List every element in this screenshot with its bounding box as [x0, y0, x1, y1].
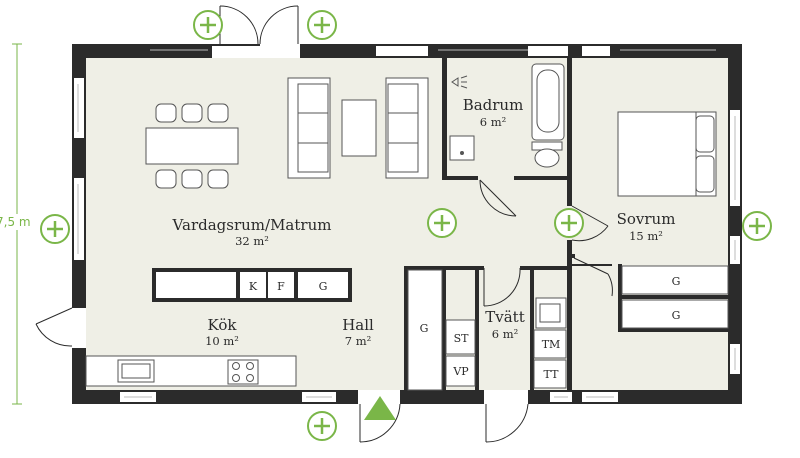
- label-tm: TM: [542, 338, 561, 351]
- plus-markers[interactable]: [40, 10, 772, 441]
- interior-walls: [404, 58, 728, 390]
- kitchen-island: [152, 268, 352, 302]
- plus-circle-icon[interactable]: [427, 208, 457, 238]
- room-area-laundry: 6 m²: [492, 327, 519, 341]
- outer-walls: [72, 44, 742, 404]
- label-vp: VP: [452, 365, 469, 378]
- plus-circle-icon[interactable]: [40, 214, 70, 244]
- label-st: ST: [454, 332, 470, 345]
- cabinets: [407, 265, 729, 391]
- bathroom-fixtures: [449, 63, 565, 168]
- label-g-hall: G: [420, 322, 429, 335]
- room-name-living: Vardagsrum/Matrum: [172, 216, 332, 234]
- doors: [35, 5, 613, 443]
- windows: [77, 49, 736, 398]
- dimension-label: 7,5 m: [0, 215, 31, 229]
- room-area-living: 32 m²: [235, 234, 269, 248]
- dining-table: [145, 103, 239, 189]
- room-name-hall: Hall: [342, 316, 374, 334]
- label-g-kitchen: G: [319, 280, 328, 293]
- room-area-kitchen: 10 m²: [205, 334, 239, 348]
- room-name-laundry: Tvätt: [485, 308, 524, 326]
- room-name-bedroom: Sovrum: [617, 210, 676, 228]
- plus-circle-icon[interactable]: [742, 211, 772, 241]
- entrance-triangle-icon: [364, 396, 396, 420]
- plus-circle-icon[interactable]: [554, 208, 584, 238]
- label-g-closet-1: G: [672, 275, 681, 288]
- plus-circle-icon[interactable]: [307, 10, 337, 40]
- label-k: K: [249, 280, 258, 293]
- label-tt: TT: [544, 368, 560, 381]
- room-name-kitchen: Kök: [208, 316, 238, 334]
- label-g-closet-2: G: [672, 309, 681, 322]
- room-area-bath: 6 m²: [480, 115, 507, 129]
- bed: [617, 111, 717, 197]
- room-area-bedroom: 15 m²: [629, 229, 663, 243]
- kitchen-counter: [85, 355, 297, 387]
- label-f: F: [277, 280, 285, 293]
- plus-circle-icon[interactable]: [193, 10, 223, 40]
- room-area-hall: 7 m²: [345, 334, 372, 348]
- plus-circle-icon[interactable]: [307, 411, 337, 441]
- sofa-group: [287, 77, 429, 179]
- room-name-bath: Badrum: [463, 96, 524, 114]
